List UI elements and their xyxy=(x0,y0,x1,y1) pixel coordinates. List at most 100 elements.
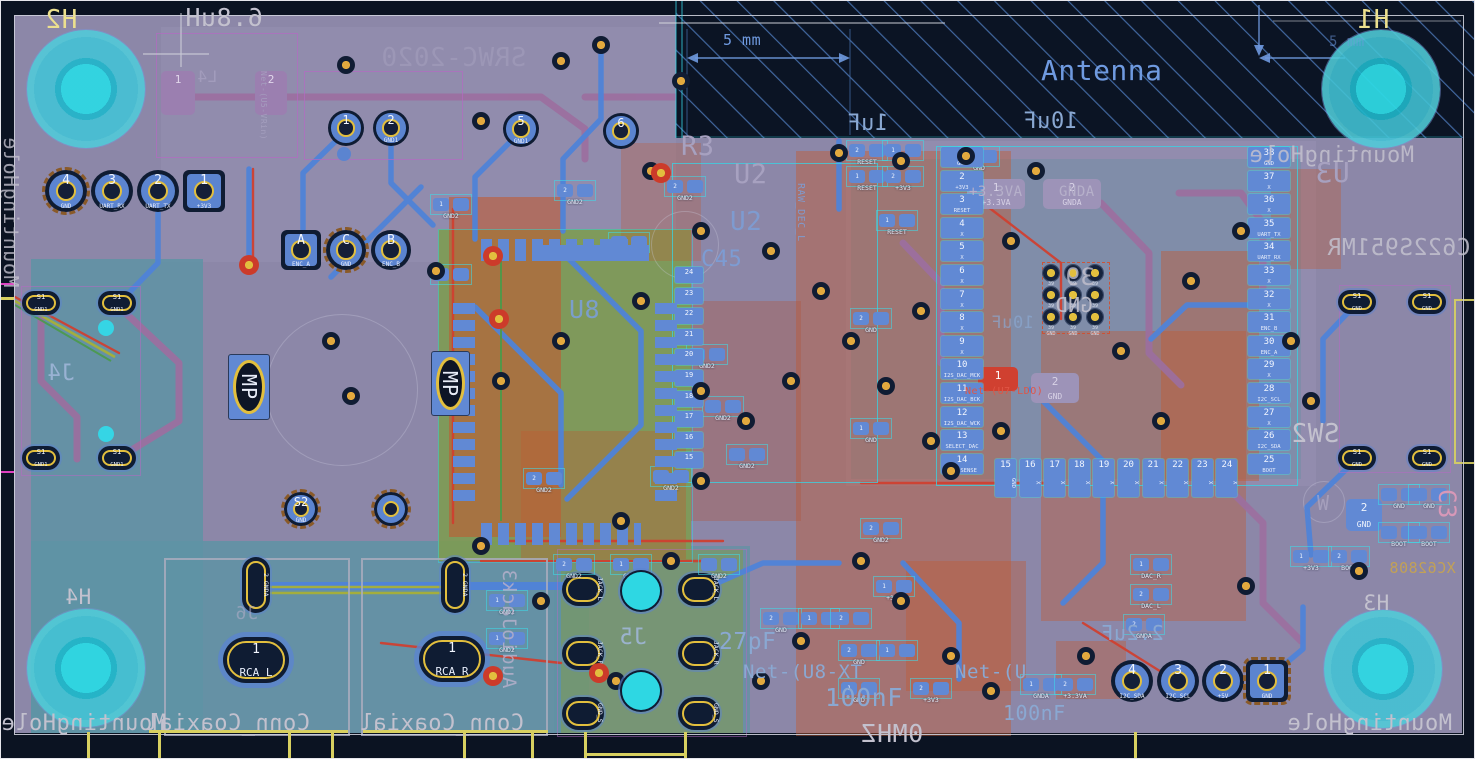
silk-text[interactable]: J6 xyxy=(235,603,258,624)
j5-hole[interactable] xyxy=(622,572,660,610)
smd-pad[interactable]: GND2 xyxy=(698,554,740,580)
silk-text[interactable]: 5 mm xyxy=(1329,34,1365,50)
via[interactable] xyxy=(1302,392,1320,410)
silk-text[interactable]: R3 xyxy=(681,131,715,162)
gnd-grid-via[interactable]: 39 GND xyxy=(1087,309,1103,337)
silk-text[interactable]: J5 xyxy=(619,625,647,650)
silk-text[interactable]: Net-(U8-XT xyxy=(743,661,863,683)
smd-pad[interactable]: 1+3V3 xyxy=(873,576,915,602)
smd-pad[interactable]: 1 xyxy=(798,608,840,629)
silk-text[interactable]: 10uF xyxy=(991,313,1034,333)
silk-text[interactable]: Conn_Coaxial xyxy=(359,711,524,736)
silk-text[interactable]: 27pF xyxy=(719,629,777,655)
j5-hole[interactable] xyxy=(622,672,660,710)
via-red[interactable] xyxy=(651,163,671,183)
silk-text[interactable]: H4 xyxy=(65,585,92,609)
oval-pad[interactable]: 2 GNDA xyxy=(242,557,270,613)
silk-text[interactable]: 5 mm xyxy=(723,31,762,49)
silk-text[interactable]: MountingHole xyxy=(1,711,166,736)
silk-text[interactable]: C45 xyxy=(701,247,743,272)
silk-text[interactable]: Net-(U7-LDO) xyxy=(965,386,1044,397)
silk-text[interactable]: L4 xyxy=(197,67,218,86)
via[interactable] xyxy=(1002,232,1020,250)
oval-pad[interactable]: 2 GNDA xyxy=(441,557,469,613)
silk-text[interactable]: MountingHole xyxy=(1287,711,1452,736)
smd-pad[interactable]: GND2 xyxy=(702,396,744,422)
smd-pad[interactable]: 2+3V3 xyxy=(910,678,952,704)
via[interactable] xyxy=(1237,577,1255,595)
via[interactable] xyxy=(762,242,780,260)
via[interactable] xyxy=(632,292,650,310)
via[interactable] xyxy=(1350,562,1368,580)
mounting-hole-H2[interactable] xyxy=(26,29,146,149)
via[interactable] xyxy=(1027,162,1045,180)
smd-pad[interactable]: 2 xyxy=(830,608,872,629)
silk-text[interactable]: 100nF xyxy=(1003,701,1066,725)
via[interactable] xyxy=(842,332,860,350)
smd-pad[interactable]: 1 xyxy=(876,640,918,661)
via-red[interactable] xyxy=(483,666,503,686)
smd-pad[interactable]: 2+3V3 xyxy=(882,166,924,192)
silk-text[interactable]: Antenna xyxy=(1041,54,1163,87)
via-red[interactable] xyxy=(489,309,509,329)
via[interactable] xyxy=(1282,332,1300,350)
oval-pad[interactable]: GND_S xyxy=(562,696,604,730)
via[interactable] xyxy=(692,472,710,490)
pin-pad-15[interactable]: 15 xyxy=(674,451,704,470)
th-pad[interactable] xyxy=(371,489,411,529)
via[interactable] xyxy=(830,144,848,162)
via[interactable] xyxy=(672,72,690,90)
th-pad-2[interactable]: 2+5V xyxy=(1202,660,1244,702)
silk-text[interactable]: +3.3VA xyxy=(969,184,1023,200)
silk-text[interactable]: Conn_Coaxial xyxy=(145,711,310,736)
pin-pad-23[interactable]: 23 xyxy=(674,286,704,305)
silk-text[interactable]: Net-(U xyxy=(955,661,1027,683)
smd-pad[interactable]: 1+3V3 xyxy=(1290,546,1332,572)
via[interactable] xyxy=(1182,272,1200,290)
